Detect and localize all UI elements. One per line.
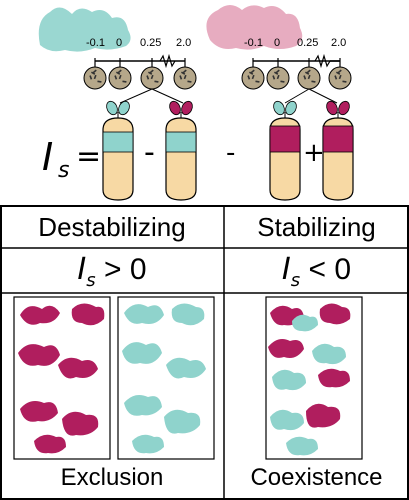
right-scale-label-1: -0.1 (244, 37, 263, 49)
right-scale-label-3: 0.25 (297, 37, 319, 49)
condition-destabilizing-subscript: s (86, 270, 96, 291)
condition-destabilizing-symbol: I (77, 252, 87, 287)
outcome-exclusion: Exclusion (60, 464, 164, 491)
right-scale-label-2: 0 (274, 37, 281, 49)
equation-outer-minus: - (226, 138, 236, 168)
header-stabilizing: Stabilizing (257, 212, 376, 242)
tube-teal-in-magenta-soil (269, 100, 301, 201)
outcome-table (0, 205, 409, 500)
condition-destabilizing-relation: > 0 (104, 253, 147, 286)
left-scale-label-4: 2.0 (176, 37, 192, 49)
pink-plant-community (206, 5, 303, 50)
right-scale-label-4: 2.0 (331, 37, 347, 49)
left-soil-scale (83, 53, 197, 104)
equation-symbol: I (42, 135, 54, 179)
exclusion-magenta-panel (13, 296, 111, 460)
equation-equals: = (76, 139, 102, 174)
equation-inner-minus: - (144, 135, 155, 170)
feedback-diagram (38, 5, 354, 201)
condition-stabilizing-relation: < 0 (308, 253, 352, 286)
coexistence-mixed-panel (265, 296, 363, 460)
outcome-coexistence: Coexistence (250, 464, 383, 491)
tube-teal-in-teal-soil (102, 100, 134, 201)
tube-magenta-in-magenta-soil (322, 100, 354, 201)
left-scale-label-2: 0 (116, 37, 123, 49)
right-soil-scale (241, 53, 352, 104)
exclusion-teal-panel (117, 296, 215, 460)
left-scale-label-1: -0.1 (86, 37, 105, 49)
condition-destabilizing: Is > 0 (0, 254, 224, 297)
left-scale-label-3: 0.25 (140, 37, 162, 49)
condition-stabilizing-symbol: I (281, 252, 291, 287)
condition-stabilizing: Is < 0 (224, 254, 409, 297)
header-destabilizing: Destabilizing (38, 212, 186, 242)
tube-magenta-in-teal-soil (165, 100, 197, 201)
equation-subscript: s (58, 158, 70, 183)
equation-plus: + (303, 138, 325, 168)
teal-plant-community (38, 7, 131, 52)
condition-stabilizing-subscript: s (290, 270, 301, 291)
